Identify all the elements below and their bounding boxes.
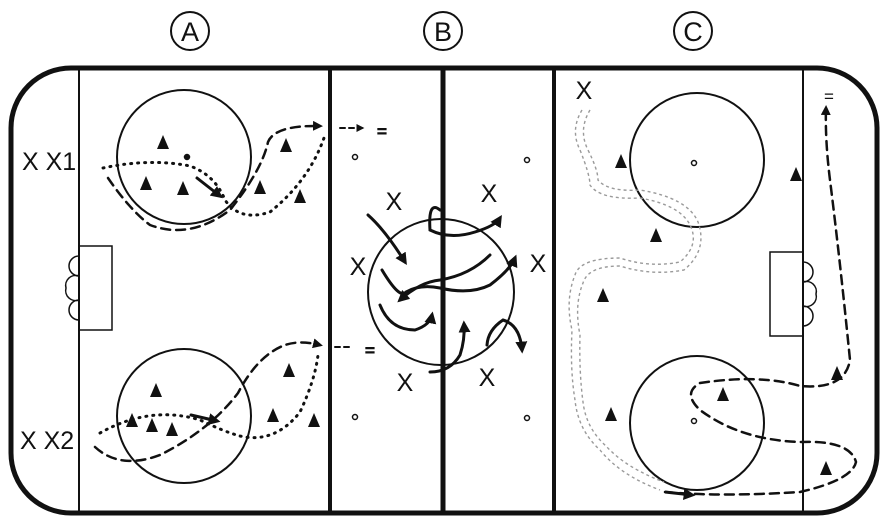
svg-text:X: X — [481, 180, 498, 208]
section-a-cones — [126, 135, 320, 436]
faceoff-circle-center — [367, 218, 515, 366]
section-c-players: X — [576, 77, 593, 105]
section-label-c: C — [673, 11, 713, 51]
svg-text:X: X — [479, 364, 496, 392]
rink — [8, 65, 880, 516]
section-b-players: X X X X X X — [350, 180, 547, 397]
svg-text:=: = — [377, 122, 387, 141]
svg-text:X: X — [386, 188, 403, 216]
faceoff-dots — [183, 153, 698, 425]
right-goal-net — [802, 261, 818, 327]
faceoff-circle-bottom-left — [116, 348, 252, 484]
section-a-players: X X1 X X2 — [20, 148, 76, 455]
svg-text:X: X — [397, 369, 414, 397]
section-a-skate-paths: = = — [93, 120, 388, 463]
right-goal-crease — [769, 251, 804, 337]
faceoff-circle-top-right — [629, 92, 765, 228]
svg-text:=: = — [824, 87, 834, 106]
svg-text:=: = — [365, 341, 375, 360]
svg-text:B: B — [434, 17, 452, 47]
left-goal-crease — [78, 245, 113, 331]
section-c-cones — [597, 154, 843, 475]
faceoff-circle-top-left — [116, 89, 252, 225]
faceoff-circle-bottom-right — [629, 355, 765, 491]
svg-text:X X2: X X2 — [20, 427, 74, 455]
svg-text:X: X — [576, 77, 593, 105]
svg-text:A: A — [181, 17, 199, 47]
svg-text:C: C — [683, 17, 703, 47]
left-goal-net — [64, 255, 80, 321]
section-c-dashed-path — [663, 105, 858, 496]
section-label-a: A — [170, 11, 210, 51]
section-label-b: B — [423, 11, 463, 51]
svg-text:X: X — [350, 253, 367, 281]
rink-boards — [8, 65, 880, 516]
section-c-arrow — [664, 488, 696, 501]
section-c-pass-mark: = — [824, 87, 834, 106]
svg-text:X: X — [530, 250, 547, 278]
section-c-skate-path-gray — [568, 109, 702, 491]
svg-text:X X1: X X1 — [22, 148, 76, 176]
section-b-skate-paths — [366, 206, 528, 374]
